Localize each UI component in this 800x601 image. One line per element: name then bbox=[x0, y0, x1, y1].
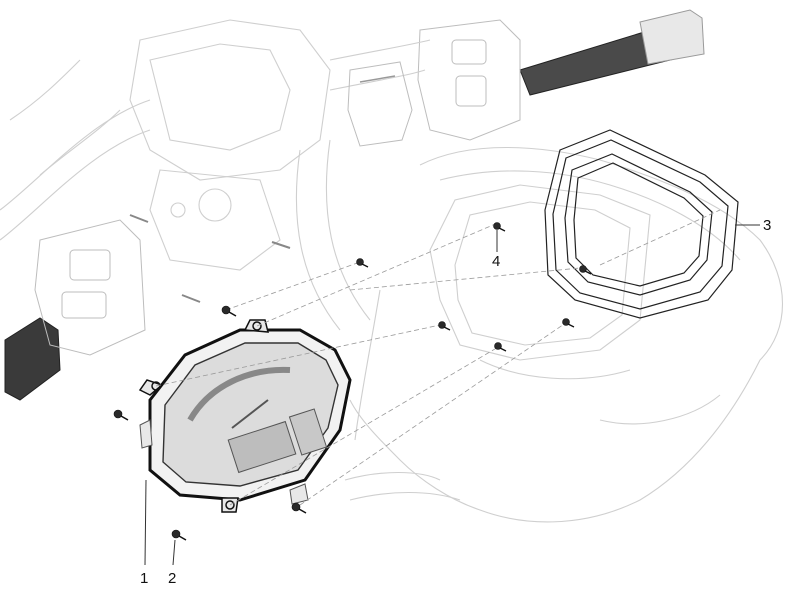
cover-left-edge bbox=[354, 289, 381, 441]
mount-hole-bottom bbox=[225, 500, 235, 510]
spring-bolt-3 bbox=[181, 294, 201, 303]
spring-bolt-2 bbox=[271, 241, 291, 249]
cover-lower-lip-2 bbox=[349, 492, 461, 501]
screw-icon bbox=[171, 529, 187, 541]
bezel-outer bbox=[544, 129, 739, 319]
screw-icon bbox=[113, 409, 129, 421]
side-display bbox=[288, 408, 328, 456]
callout-1: 1 bbox=[140, 570, 148, 587]
screw-icon bbox=[579, 265, 592, 275]
cover-outline bbox=[349, 146, 784, 523]
mount-hole-top bbox=[252, 321, 262, 331]
bracket-hole bbox=[198, 188, 232, 222]
screw-icon bbox=[356, 258, 369, 268]
cover-lower-lip bbox=[344, 471, 441, 481]
mount-tab-top bbox=[243, 319, 269, 333]
left-tube-lower bbox=[0, 129, 151, 241]
bezel-outer-2 bbox=[552, 139, 729, 310]
right-grip-end bbox=[639, 9, 705, 65]
assembly-line-5 bbox=[225, 261, 361, 311]
assembly-line-6 bbox=[349, 267, 581, 291]
cable-left bbox=[39, 109, 121, 176]
assembly-line-4 bbox=[299, 319, 571, 506]
reservoir-spring bbox=[359, 75, 396, 83]
screw-icon bbox=[493, 222, 506, 232]
front-cover bbox=[344, 146, 784, 523]
callout-4: 4 bbox=[492, 253, 500, 270]
steering-column bbox=[295, 149, 341, 331]
right-switch-housing bbox=[417, 19, 521, 141]
cover-mid-curve bbox=[479, 359, 631, 380]
assembly-line-1 bbox=[256, 221, 501, 327]
connector-left bbox=[139, 419, 153, 449]
steering-column-2 bbox=[325, 139, 371, 321]
left-switch-button bbox=[69, 249, 111, 281]
cover-right-curve bbox=[599, 394, 721, 425]
mount-tab-left bbox=[138, 379, 164, 396]
part-1-instrument-cluster bbox=[138, 319, 352, 513]
lcd-display bbox=[227, 420, 297, 474]
screw-icon bbox=[562, 318, 575, 328]
assembly-line-7 bbox=[599, 209, 721, 266]
center-frame bbox=[129, 19, 331, 181]
assembly-line-2 bbox=[155, 324, 441, 387]
screw-icon bbox=[291, 502, 307, 514]
part-3-bezel bbox=[544, 129, 739, 319]
speedometer-needle bbox=[231, 399, 269, 429]
callouts: 1 2 3 4 bbox=[140, 217, 771, 587]
callout-2: 2 bbox=[168, 570, 176, 587]
screw-icon bbox=[494, 342, 507, 352]
right-switch-button-2 bbox=[455, 75, 487, 107]
center-frame-inner bbox=[149, 43, 291, 151]
bezel-inner bbox=[564, 153, 713, 296]
cover-upper-edge bbox=[439, 170, 741, 261]
lower-bracket bbox=[149, 169, 281, 271]
leader-2 bbox=[172, 539, 176, 566]
left-switch-housing bbox=[34, 219, 146, 356]
left-tube bbox=[0, 99, 151, 211]
speedometer-arc bbox=[187, 366, 291, 422]
brake-reservoir bbox=[347, 61, 413, 147]
screw-icon bbox=[438, 321, 451, 331]
right-tube-lower bbox=[329, 69, 426, 91]
leader-1 bbox=[144, 479, 147, 566]
right-switch-button bbox=[451, 39, 487, 65]
assembly-line-3 bbox=[229, 345, 501, 506]
bezel-inner-2 bbox=[573, 162, 704, 287]
connector-bottom bbox=[289, 483, 309, 505]
leader-lines bbox=[144, 224, 760, 566]
handlebar-assembly bbox=[0, 9, 705, 401]
screws bbox=[113, 222, 592, 541]
cover-recess-inner bbox=[454, 201, 631, 346]
left-grip bbox=[4, 317, 61, 401]
right-tube bbox=[329, 39, 431, 61]
mount-hole-left bbox=[151, 381, 161, 391]
left-switch-button-2 bbox=[61, 291, 107, 319]
assembly-lines bbox=[155, 209, 721, 506]
cable-left-2 bbox=[9, 59, 81, 121]
bracket-hole-2 bbox=[170, 202, 186, 218]
spring-bolt-1 bbox=[129, 214, 149, 223]
callout-3: 3 bbox=[763, 217, 771, 234]
cover-recess bbox=[429, 184, 651, 361]
screw-icon bbox=[221, 305, 237, 317]
